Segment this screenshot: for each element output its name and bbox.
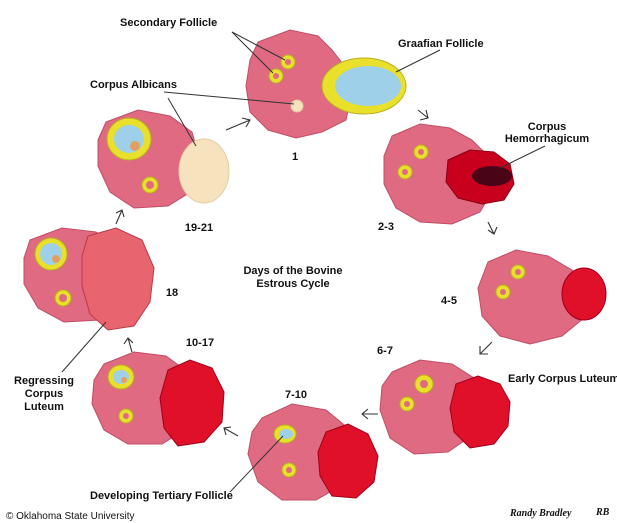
arrow-18-to-19-21 (116, 210, 124, 224)
blood-clot (472, 166, 512, 186)
regressing-corpus-luteum (82, 228, 154, 330)
day-label-2-3: 2-3 (378, 221, 394, 233)
label-graafian-follicle: Graafian Follicle (398, 38, 484, 50)
label-regressing-1: Regressing (14, 375, 74, 387)
ovary-day-10-17 (92, 352, 224, 446)
arrow-1-to-2-3 (418, 110, 428, 120)
artist-signature: Randy Bradley (509, 508, 572, 519)
mature-corpus-luteum (160, 360, 224, 446)
ovary-day-4-5 (478, 250, 606, 344)
arrow-6-7-to-7-10 (362, 409, 378, 419)
label-developing-tertiary: Developing Tertiary Follicle (90, 490, 233, 502)
center-caption-line-1: Days of the Bovine (243, 265, 342, 277)
day-label-6-7: 6-7 (377, 345, 393, 357)
arrow-19-21-to-1 (226, 118, 250, 130)
day-label-18: 18 (166, 287, 178, 299)
corpus-luteum (562, 268, 606, 320)
label-corpus-albicans: Corpus Albicans (90, 79, 177, 91)
graafian-antrum (335, 66, 401, 106)
label-corpus-hemorrhagicum-1: Corpus (528, 121, 567, 133)
center-caption-line-2: Estrous Cycle (256, 278, 329, 290)
artist-monogram: RB (595, 507, 610, 518)
day-label-7-10: 7-10 (285, 389, 307, 401)
label-secondary-follicle: Secondary Follicle (120, 17, 217, 29)
arrow-2-3-to-4-5 (488, 222, 497, 234)
label-regressing-2: Corpus (25, 388, 64, 400)
ovary-day-2-3 (384, 124, 514, 224)
label-regressing-3: Luteum (24, 401, 64, 413)
ovary-day-1 (246, 30, 406, 138)
label-corpus-hemorrhagicum-2: Hemorrhagicum (505, 133, 590, 145)
ovary-day-18 (24, 228, 154, 330)
ovary-day-6-7 (380, 360, 510, 454)
arrow-7-10-to-10-17 (224, 427, 238, 436)
day-label-19-21: 19-21 (185, 222, 213, 234)
corpus-albicans-small (291, 100, 303, 112)
early-corpus-luteum (450, 376, 510, 448)
arrow-4-5-to-6-7 (480, 342, 492, 354)
pointer-regressing-cl (62, 322, 106, 372)
ovary-day-19-21 (98, 110, 229, 208)
label-early-corpus-luteum: Early Corpus Luteum (508, 373, 617, 385)
copyright-notice: © Oklahoma State University (6, 511, 135, 522)
corpus-albicans (179, 139, 229, 203)
day-label-4-5: 4-5 (441, 295, 457, 307)
corpus-luteum (318, 424, 378, 498)
pointer-corpus-hemorrhagicum (500, 146, 545, 168)
day-label-1: 1 (292, 151, 298, 163)
pointer-graafian-follicle (396, 50, 440, 72)
arrow-10-17-to-18 (124, 338, 133, 352)
day-label-10-17: 10-17 (186, 337, 214, 349)
